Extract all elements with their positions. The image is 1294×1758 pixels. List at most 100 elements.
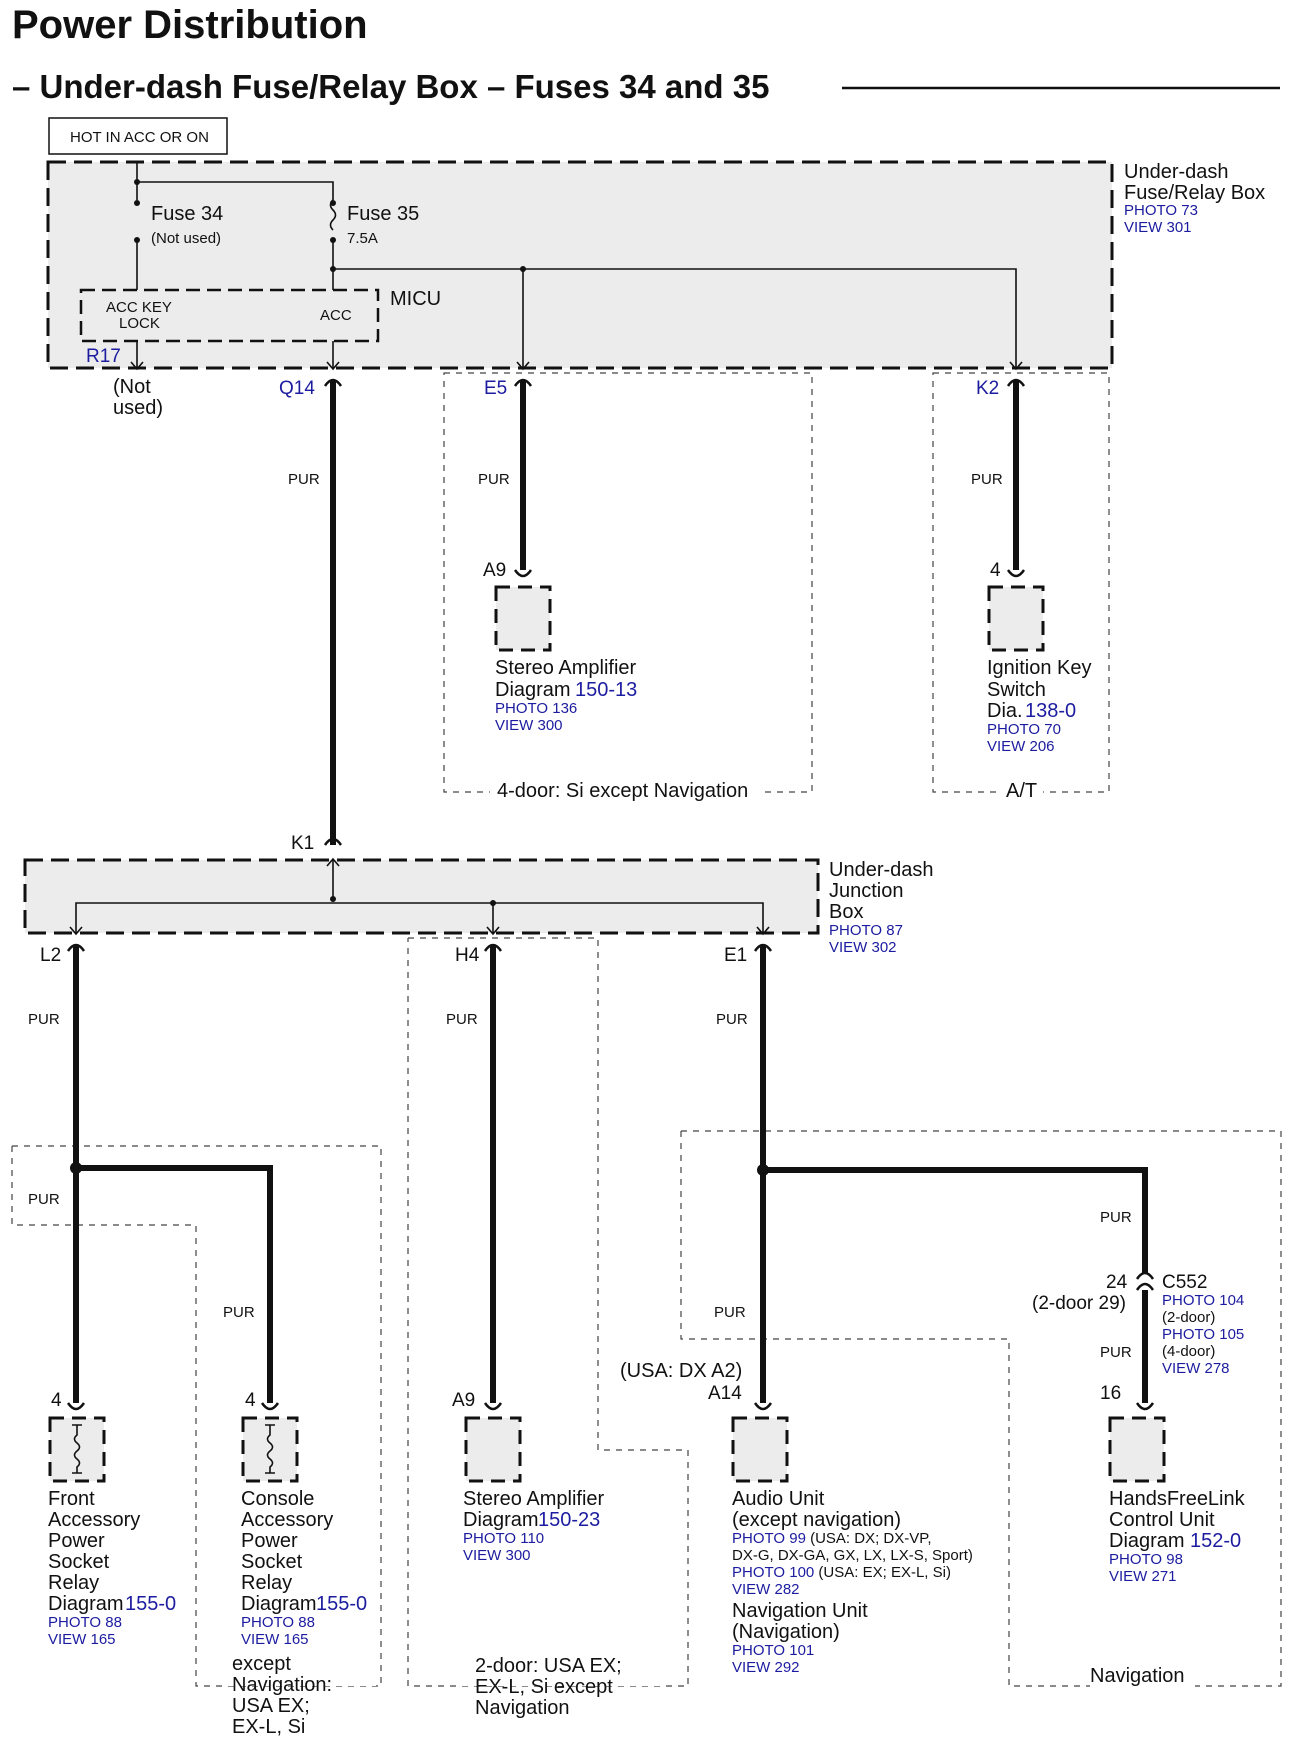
front-relay-line-5: Relay: [48, 1572, 99, 1594]
except-nav-3: USA EX;: [232, 1695, 310, 1717]
page-title: Power Distribution: [12, 3, 368, 47]
front-relay-pin: 4: [51, 1390, 62, 1411]
junction-box-label-3: Box: [829, 901, 863, 923]
connector-arrow: [69, 926, 83, 936]
hot-label-box: [48, 117, 228, 155]
front-relay-line-2: Accessory: [48, 1509, 140, 1531]
handsfree-diagram: Diagram: [1109, 1530, 1185, 1552]
hot-label: HOT IN ACC OR ON: [70, 129, 209, 146]
audio-label-2: (except navigation): [732, 1509, 901, 1531]
ignition-dia: Dia.: [987, 700, 1023, 722]
stereo-amp-2-label: Stereo Amplifier: [463, 1488, 605, 1510]
c552-pin: 24: [1106, 1272, 1128, 1293]
wire-console-relay: [76, 1165, 273, 1403]
micu-lock: LOCK: [119, 315, 160, 332]
wire-handsfree-upper: [763, 1167, 1148, 1273]
wire-color-l2-lower: PUR: [28, 1191, 60, 1208]
stereo-amp-1-photo: PHOTO 136: [495, 700, 577, 717]
audio-pin-note: (USA: DX A2): [620, 1360, 742, 1382]
region-4door-label: 4-door: Si except Navigation: [497, 780, 748, 802]
fuse35-label: Fuse 35: [347, 203, 419, 225]
terminal-r17: R17: [86, 346, 121, 367]
front-relay-view: VIEW 165: [48, 1631, 116, 1648]
region-at: [932, 372, 1110, 793]
audio-view282: VIEW 282: [732, 1581, 800, 1598]
junction-box-photo: PHOTO 87: [829, 922, 903, 939]
ignition-box: [987, 585, 1045, 652]
terminal-e1: E1: [724, 945, 747, 966]
fuse-box-view: VIEW 301: [1124, 219, 1192, 236]
except-nav-1: except: [232, 1653, 291, 1675]
audio-pin: A14: [708, 1383, 742, 1404]
junction-bus: [75, 902, 764, 933]
audio-photo100: PHOTO 100: [732, 1564, 814, 1581]
region-2door-label-2: EX-L, Si except: [475, 1676, 613, 1698]
audio-label-1: Audio Unit: [732, 1488, 825, 1510]
stereo-amp-2-diagram: Diagram: [463, 1509, 539, 1531]
region-2door-label-1: 2-door: USA EX;: [475, 1655, 622, 1677]
c552-photo105: PHOTO 105: [1162, 1326, 1244, 1343]
stereo-amp-1-diagram: Diagram: [495, 679, 571, 701]
front-relay-photo: PHOTO 88: [48, 1614, 122, 1631]
wire-color-e5: PUR: [478, 471, 510, 488]
stereo-amp-2-photo: PHOTO 110: [463, 1530, 544, 1547]
fuse35-rating: 7.5A: [347, 230, 378, 247]
connector-arrow: [326, 361, 340, 371]
hot-bus: [136, 162, 334, 200]
front-relay-diagram: Diagram: [48, 1593, 124, 1615]
nav-unit-label-2: (Navigation): [732, 1621, 840, 1643]
region-label-bg: [226, 1660, 376, 1686]
terminal-k2: K2: [976, 378, 999, 399]
terminal-q14: Q14: [279, 378, 315, 399]
region-2door-label-3: Navigation: [475, 1697, 570, 1719]
console-relay-line-5: Relay: [241, 1572, 292, 1594]
under-dash-junction-box: [23, 858, 820, 935]
front-relay-box: [48, 1416, 106, 1483]
wire-color-q14: PUR: [288, 471, 320, 488]
handsfree-box: [1108, 1416, 1166, 1483]
c552-note104: (2-door): [1162, 1309, 1215, 1326]
fuse34-label: Fuse 34: [151, 203, 223, 225]
region-label-bg: [460, 1660, 660, 1686]
front-relay-line-3: Power: [48, 1530, 105, 1552]
console-relay-diagram-ref: 155-0: [316, 1593, 367, 1615]
region-navigation: [680, 1130, 1282, 1687]
not-used-2: used): [113, 397, 163, 419]
c552-label: C552: [1162, 1272, 1207, 1293]
region-label-bg: [1090, 1670, 1195, 1696]
relay-coil-icon: [265, 1424, 275, 1474]
console-relay-view: VIEW 165: [241, 1631, 309, 1648]
front-relay-line-4: Socket: [48, 1551, 110, 1573]
stereo-amp-2-pin: A9: [452, 1390, 475, 1411]
nav-unit-label-1: Navigation Unit: [732, 1600, 868, 1622]
region-label-bg: [998, 775, 1043, 805]
stereo-amp-1-pin: A9: [483, 560, 506, 581]
region-label-bg: [490, 775, 760, 805]
ignition-label-2: Switch: [987, 679, 1046, 701]
c552-note105: (4-door): [1162, 1343, 1215, 1360]
not-used-1: (Not: [113, 376, 151, 398]
stereo-amp-1-box: [494, 585, 552, 652]
connector-arrow: [756, 926, 770, 936]
wire-color-h4: PUR: [446, 1011, 478, 1028]
console-relay-line-3: Power: [241, 1530, 298, 1552]
fuse-box-label-1: Under-dash: [1124, 161, 1229, 183]
wire-color-e1: PUR: [716, 1011, 748, 1028]
stereo-amp-1-view: VIEW 300: [495, 717, 563, 734]
wire-color-audio: PUR: [714, 1304, 746, 1321]
c552-pin-2door: (2-door 29): [1032, 1293, 1126, 1314]
relay-coil-icon: [72, 1424, 82, 1474]
fuse35-terminal: [330, 200, 336, 206]
c552-photo104: PHOTO 104: [1162, 1292, 1244, 1309]
console-relay-diagram: Diagram: [241, 1593, 317, 1615]
fuse-box-photo: PHOTO 73: [1124, 202, 1198, 219]
nav-unit-photo: PHOTO 101: [732, 1642, 814, 1659]
ignition-pin: 4: [990, 560, 1001, 581]
wire-color-console: PUR: [223, 1304, 255, 1321]
terminal-l2: L2: [40, 945, 61, 966]
connector-arrow: [130, 361, 144, 371]
terminal-k1: K1: [291, 833, 314, 854]
wire-color-l2: PUR: [28, 1011, 60, 1028]
wire-color-c552-lower: PUR: [1100, 1344, 1132, 1361]
